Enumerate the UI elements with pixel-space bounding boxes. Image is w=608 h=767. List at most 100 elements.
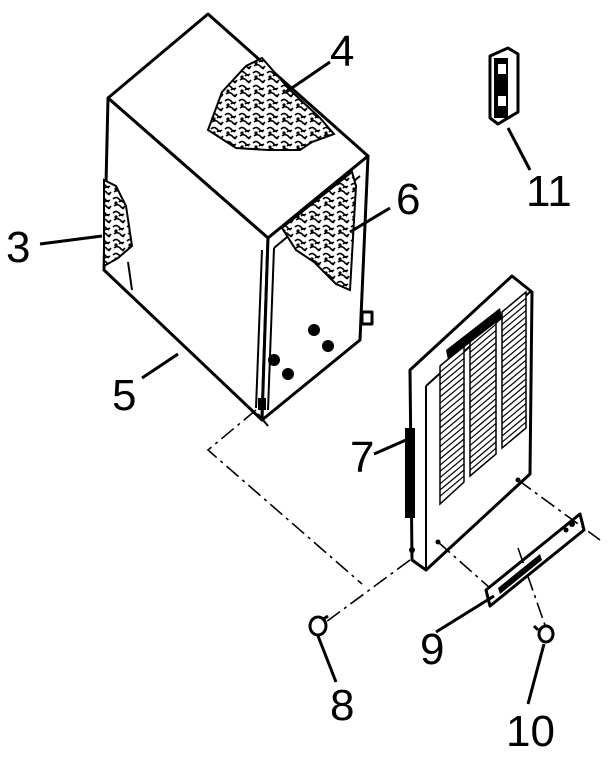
louver-slat (501, 421, 527, 443)
louver-slat (469, 373, 497, 397)
callout-9: 9 (420, 625, 444, 674)
side-bracket (360, 310, 374, 326)
louver-slat (469, 422, 497, 446)
louver-slat (501, 372, 527, 394)
control-strip (446, 308, 502, 360)
louver-slat (501, 316, 527, 338)
louver-slat (439, 357, 465, 379)
louver-slat (469, 404, 497, 428)
louver-slat (501, 415, 527, 437)
louver-slat (501, 341, 527, 363)
callout-3: 3 (6, 223, 30, 272)
louver-slat (469, 323, 497, 347)
louver-slat (469, 391, 497, 415)
louver-slat (439, 351, 465, 373)
louver-slat (469, 336, 497, 360)
louver-slat (439, 401, 465, 423)
mounting-hole (308, 324, 320, 336)
louver-slat (501, 378, 527, 400)
callout-5: 5 (112, 371, 136, 420)
louver-slat (469, 367, 497, 391)
louver-slat (439, 438, 465, 460)
louver-slat (469, 360, 497, 384)
louver-slat (501, 347, 527, 369)
louver-slat (469, 379, 497, 403)
louver-slat (439, 364, 465, 386)
rear-insulation (280, 170, 358, 292)
alignment-line (517, 547, 547, 629)
louver-slat (501, 359, 527, 381)
leader-8 (316, 635, 338, 683)
alignment-line (325, 559, 411, 623)
louver-slat (439, 457, 465, 479)
louver-slat (469, 385, 497, 409)
louver-slat (469, 447, 497, 471)
louver-slat (501, 328, 527, 350)
louver-slat (439, 382, 465, 404)
louver-slat (501, 409, 527, 431)
louver-slat (439, 395, 465, 417)
louver-slat (439, 388, 465, 410)
louver-slat (439, 450, 465, 472)
leader-10 (526, 643, 546, 705)
louver-slat (439, 413, 465, 435)
louver-slat (469, 429, 497, 453)
leader-9 (435, 594, 495, 634)
louver-slat (439, 376, 465, 398)
louver-slat (469, 354, 497, 378)
louver-slat (501, 303, 527, 325)
louver-slat (439, 475, 465, 497)
louver-slat (501, 384, 527, 406)
louver-slat (439, 444, 465, 466)
screw-10 (532, 624, 555, 644)
leader-7 (373, 438, 407, 456)
louver-slat (439, 370, 465, 392)
louver-slat (469, 348, 497, 372)
alignment-line (206, 409, 363, 585)
louver-slat (439, 407, 465, 429)
alignment-line (437, 541, 491, 589)
leader-4 (285, 60, 331, 94)
side-vent (405, 428, 415, 518)
leader-3 (39, 234, 103, 246)
mounting-hole (268, 354, 280, 366)
callout-4: 4 (330, 27, 354, 76)
control-plate (484, 512, 586, 608)
top-insulation (206, 56, 336, 151)
callout-10: 10 (506, 707, 555, 756)
mounting-hole (282, 368, 294, 380)
louver-slat (501, 365, 527, 387)
callout-7: 7 (350, 433, 374, 482)
callout-6: 6 (396, 175, 420, 224)
screw-8 (308, 614, 329, 637)
front-grille (405, 274, 534, 572)
louver-slat (501, 353, 527, 375)
louver-slat (469, 435, 497, 459)
louver-slat (439, 419, 465, 441)
louver-slat (469, 329, 497, 353)
louver-slat (501, 396, 527, 418)
louver-slat (501, 334, 527, 356)
leader-6 (349, 206, 391, 234)
louver-slat (501, 390, 527, 412)
corner-clip (258, 398, 266, 410)
louver-slat (469, 416, 497, 440)
callout-8: 8 (330, 681, 354, 730)
mounting-hole (322, 340, 334, 352)
louver-slat (501, 310, 527, 332)
louver-slat (439, 469, 465, 491)
louver-slat (439, 426, 465, 448)
louver-slat (469, 342, 497, 366)
louver-slat (501, 297, 527, 319)
louver-slats (439, 297, 527, 497)
louver-slat (501, 403, 527, 425)
alignment-line (517, 479, 601, 541)
louver-slat (469, 398, 497, 422)
part-11-bracket (488, 46, 520, 126)
callout-11: 11 (526, 167, 572, 216)
side-insulation (103, 178, 134, 268)
louver-slat (469, 410, 497, 434)
louver-slat (501, 322, 527, 344)
louver-slat (439, 432, 465, 454)
